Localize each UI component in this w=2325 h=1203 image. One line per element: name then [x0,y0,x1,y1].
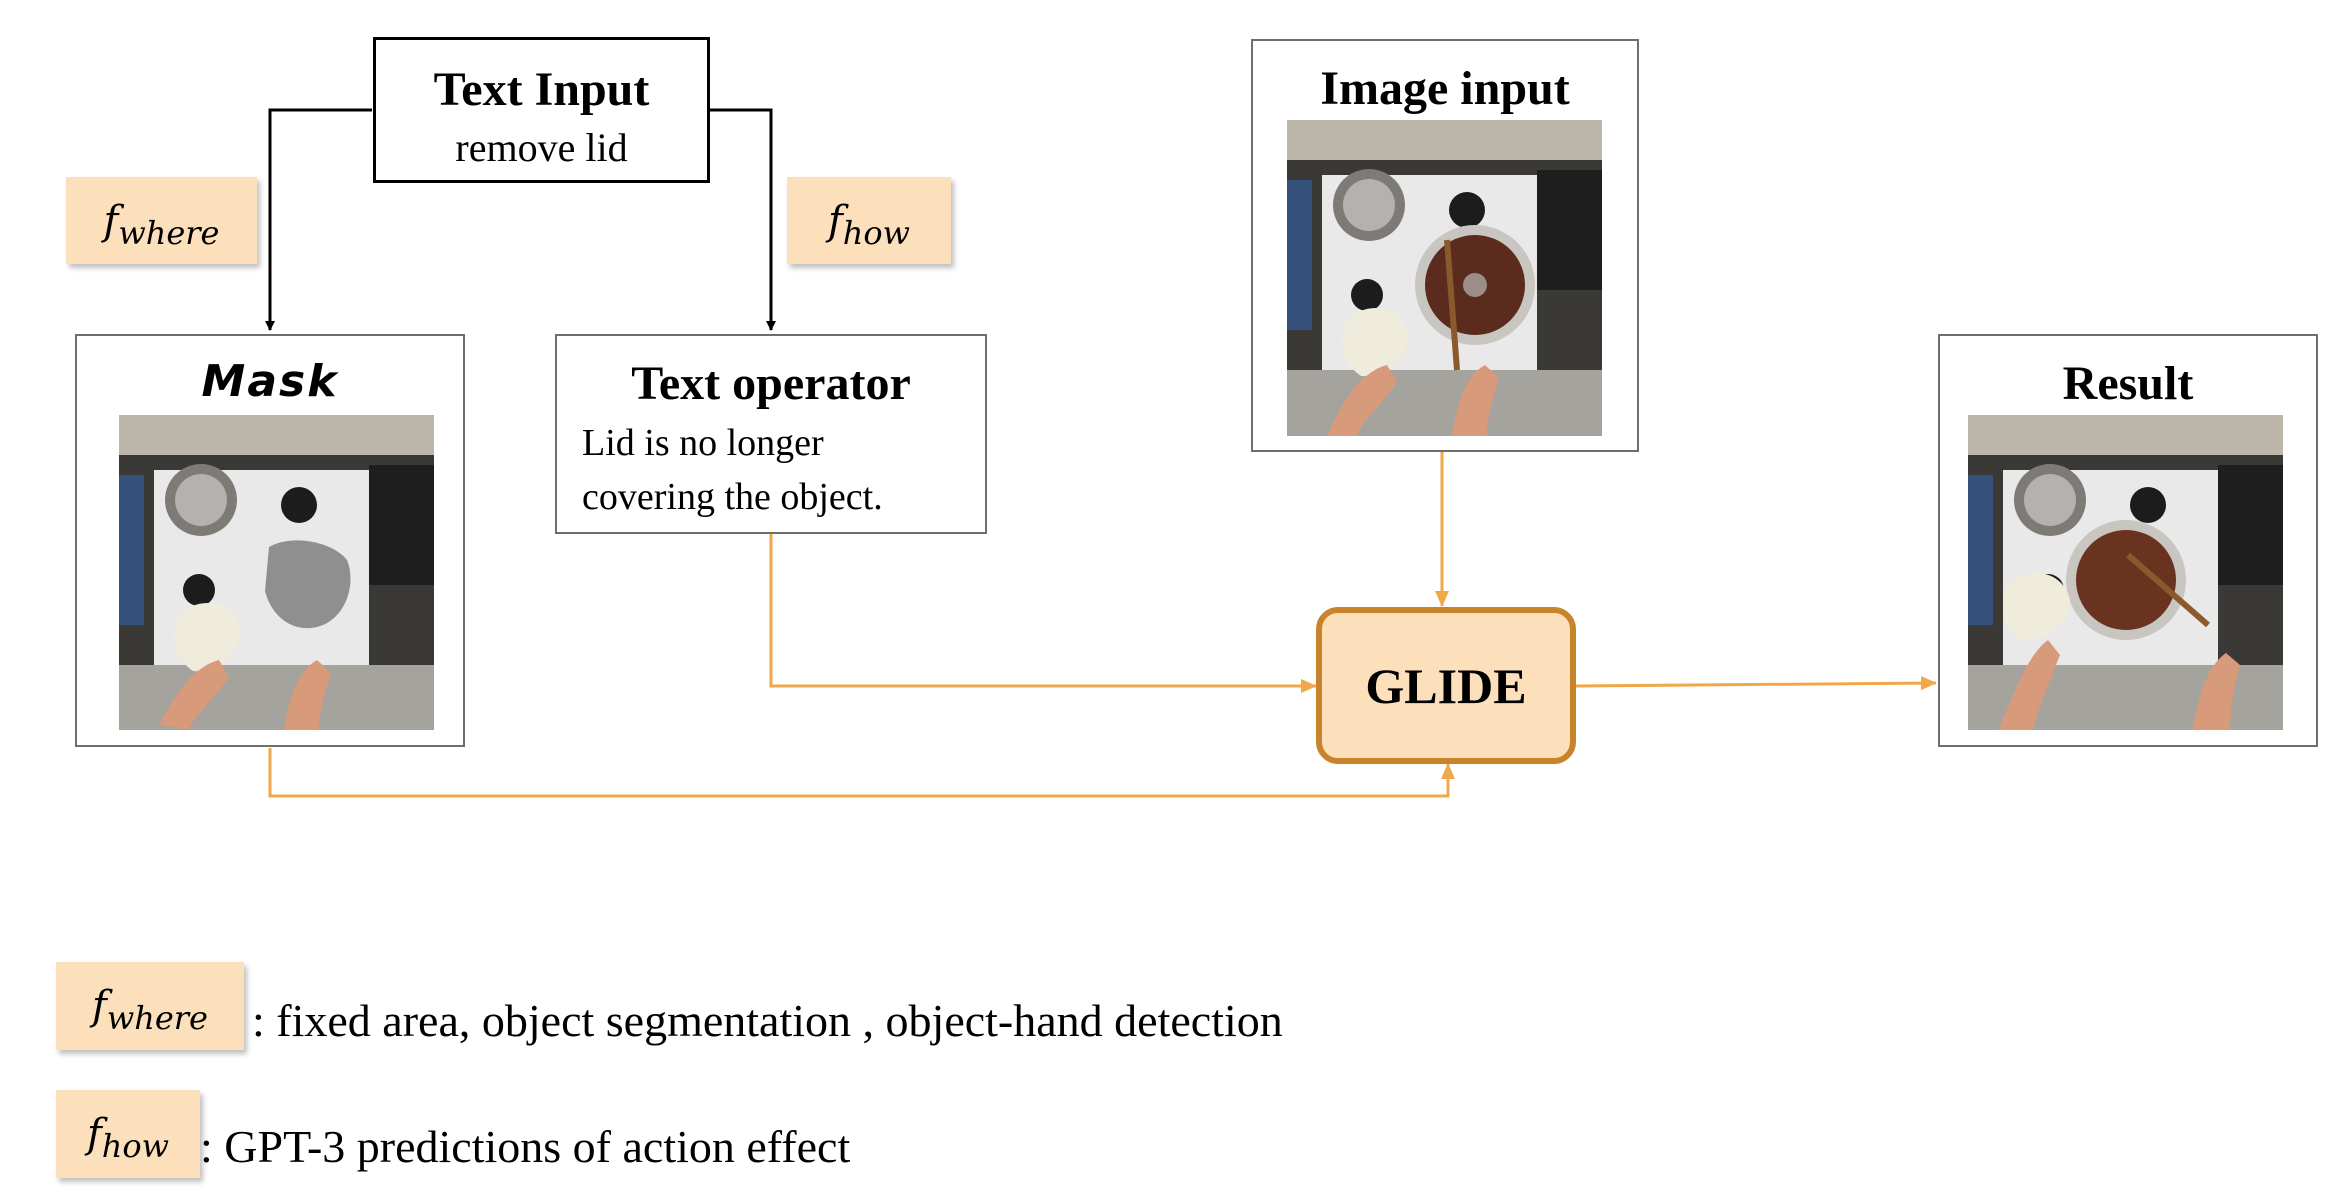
legend-where-description: : fixed area, object segmentation , obje… [252,995,1283,1046]
mask-title: Mask [201,356,339,407]
text-input-value: remove lid [455,125,628,170]
text-operator-box: Text operator Lid is no longer covering … [555,334,987,534]
glide-node: GLIDE [1316,607,1576,764]
result-image [1968,415,2283,730]
arrow-glide-to-result [1575,676,1937,691]
f-where-base: f [103,197,119,244]
f-where-subscript: where [118,213,220,252]
legend-f-how-base: f [86,1111,102,1157]
arrow-text-to-mask [265,108,372,331]
arrow-text-to-operator [708,108,776,331]
text-operator-title: Text operator [631,357,911,410]
legend-f-how-subscript: how [101,1127,170,1165]
result-title: Result [2062,357,2194,410]
image-input-title: Image input [1320,62,1570,115]
legend-f-where-subscript: where [106,999,208,1037]
legend-f-where-base: f [92,983,107,1029]
f-how-base: f [827,197,843,244]
text-operator-line1: Lid is no longer [582,422,824,464]
text-input-title: Text Input [433,63,650,116]
text-input-box: Text Input remove lid [373,37,710,183]
text-operator-line2: covering the object. [582,476,883,518]
mask-image [119,415,434,730]
arrow-mask-to-glide [268,748,1455,798]
image-input-image [1287,120,1602,436]
f-how-subscript: how [842,213,911,252]
legend-how-description: : GPT-3 predictions of action effect [200,1121,851,1172]
arrow-operator-to-glide [769,534,1317,693]
